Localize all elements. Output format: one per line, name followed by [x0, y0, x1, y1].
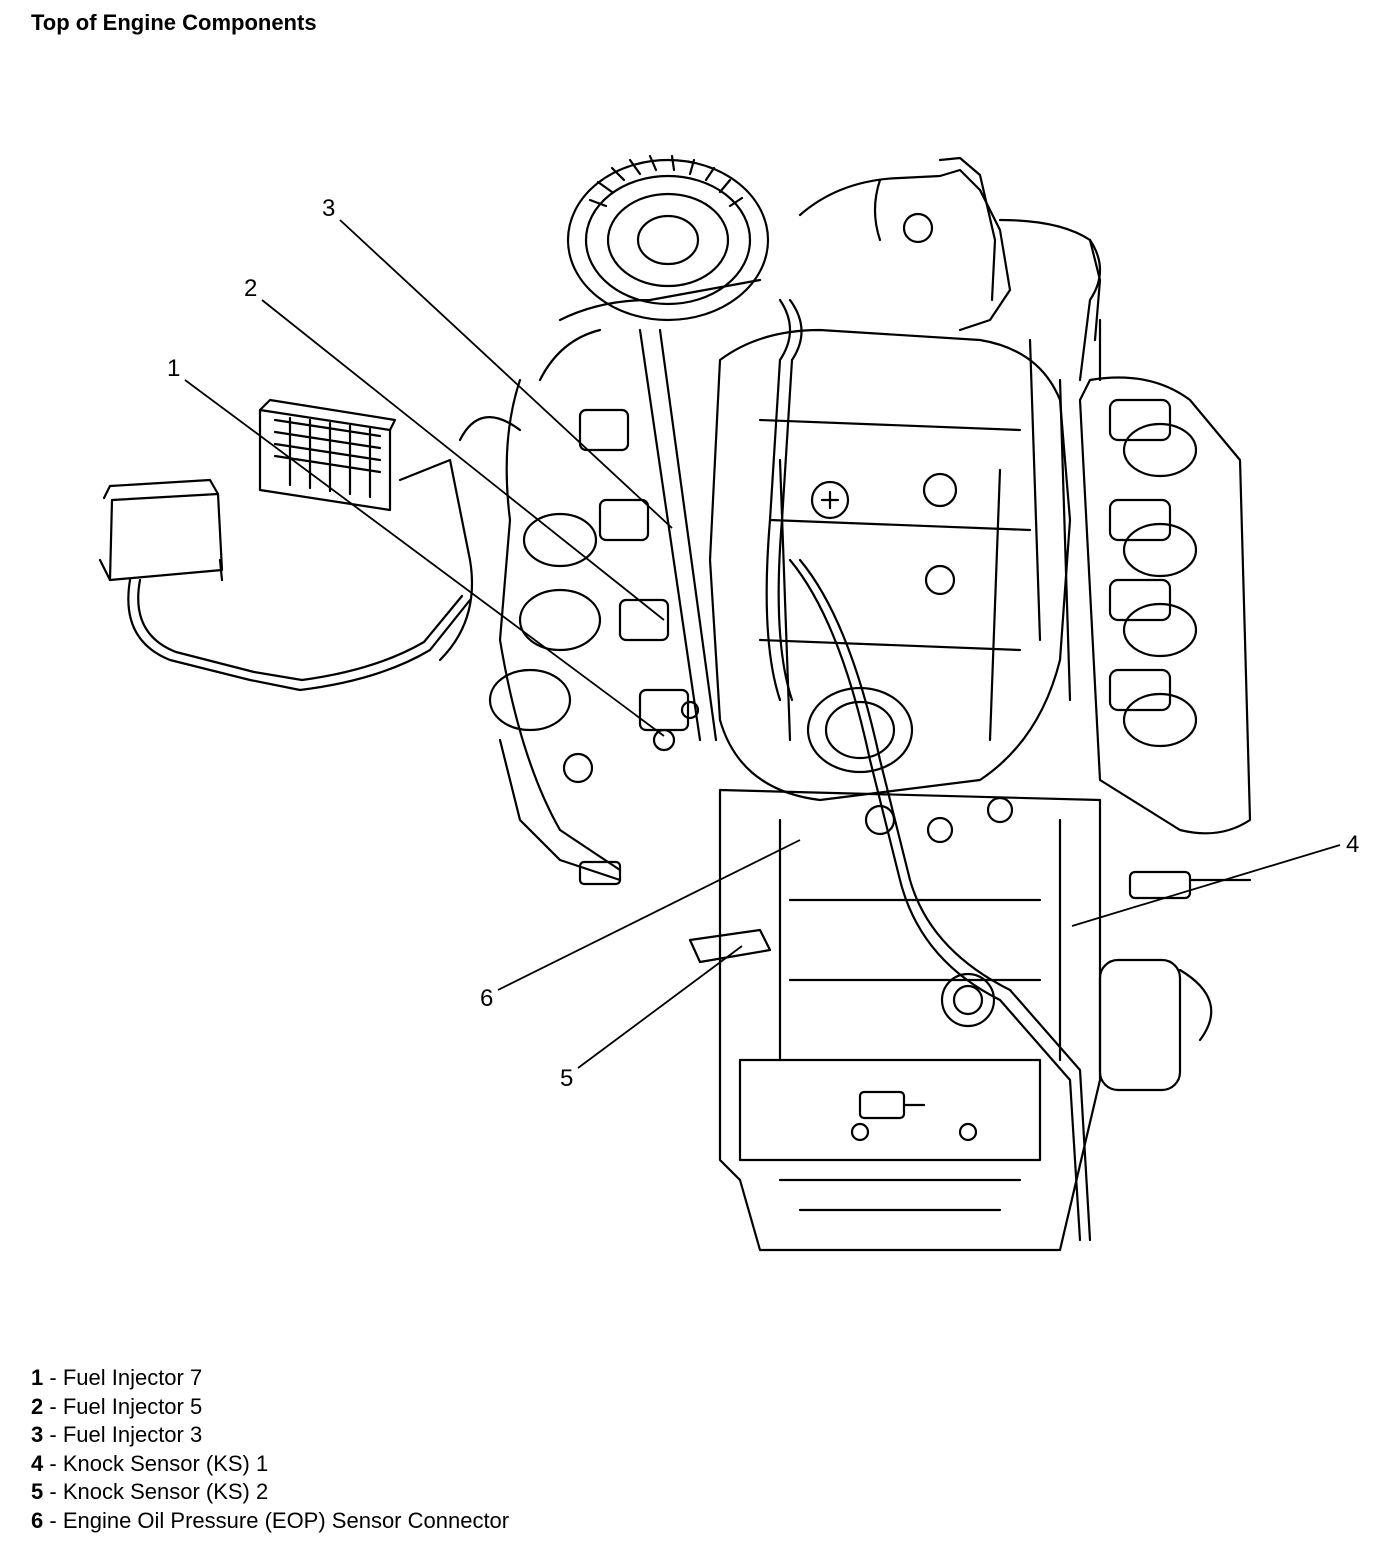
- legend-label: Fuel Injector 3: [62, 1422, 203, 1448]
- legend-number: 3: [31, 1422, 44, 1448]
- legend-label: Knock Sensor (KS) 2: [62, 1479, 269, 1505]
- component-legend: 1 - Fuel Injector 7 2 - Fuel Injector 5 …: [31, 1364, 509, 1536]
- ecm-module-drawing: [98, 398, 472, 692]
- leader-line-3: [339, 219, 673, 529]
- intake-manifold-drawing: [708, 328, 1072, 844]
- leader-line-4: [1071, 844, 1341, 927]
- right-bank-coils-drawing: [1028, 338, 1252, 835]
- legend-number: 1: [31, 1365, 44, 1390]
- legend-number: 5: [31, 1479, 44, 1505]
- legend-number: 2: [31, 1393, 44, 1419]
- legend-item: 2 - Fuel Injector 5: [31, 1393, 509, 1422]
- callout-number-6: 6: [480, 985, 493, 1012]
- legend-item: 1 - Fuel Injector 7: [31, 1364, 509, 1393]
- leader-line-6: [497, 839, 801, 991]
- leader-line-2: [261, 299, 665, 621]
- callout-number-4: 4: [1346, 831, 1359, 858]
- callout-number-1: 1: [167, 355, 180, 382]
- engine-diagram: 1 2 3 4 5 6: [98, 154, 1359, 1252]
- callout-number-3: 3: [322, 195, 335, 222]
- legend-separator: -: [43, 1365, 63, 1390]
- leader-lines: [184, 219, 1341, 1069]
- alternator-drawing: [566, 154, 770, 322]
- legend-item: 4 - Knock Sensor (KS) 1: [31, 1450, 509, 1479]
- callout-number-2: 2: [244, 275, 257, 302]
- left-bank-coils-drawing: [488, 378, 1252, 900]
- legend-label: Fuel Injector 5: [62, 1393, 203, 1419]
- diagram-title: Top of Engine Components: [31, 10, 317, 35]
- legend-number: 4: [31, 1450, 44, 1476]
- oil-pan-drawing: [688, 788, 1213, 1252]
- legend-label: Engine Oil Pressure (EOP) Sensor Connect…: [62, 1507, 510, 1533]
- legend-separator: -: [43, 1450, 63, 1476]
- legend-label: Knock Sensor (KS) 1: [62, 1450, 269, 1476]
- callout-number-5: 5: [560, 1065, 573, 1092]
- legend-separator: -: [43, 1422, 63, 1448]
- callout-numbers: 1 2 3 4 5 6: [167, 195, 1359, 1092]
- legend-item: 3 - Fuel Injector 3: [31, 1421, 509, 1450]
- legend-item: 5 - Knock Sensor (KS) 2: [31, 1478, 509, 1507]
- legend-number: 6: [31, 1507, 44, 1533]
- legend-item: 6 - Engine Oil Pressure (EOP) Sensor Con…: [31, 1507, 509, 1536]
- legend-separator: -: [43, 1479, 63, 1505]
- leader-line-5: [577, 945, 743, 1069]
- throttle-body-drawing: [798, 156, 1102, 342]
- leader-line-1: [184, 379, 665, 737]
- left-bank-injectors-drawing: [578, 328, 718, 752]
- legend-separator: -: [43, 1507, 63, 1533]
- wiring-harness-drawing: [398, 238, 1102, 1242]
- legend-label: Fuel Injector 7: [62, 1365, 203, 1390]
- legend-separator: -: [43, 1393, 63, 1419]
